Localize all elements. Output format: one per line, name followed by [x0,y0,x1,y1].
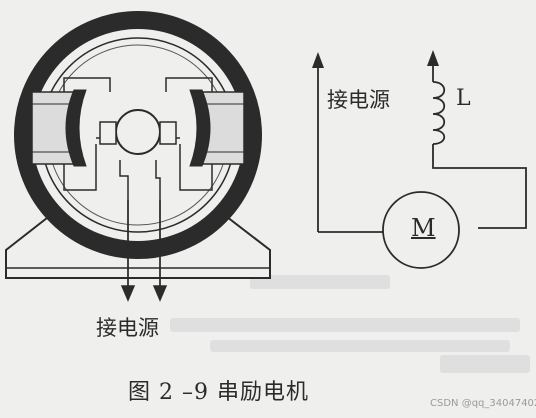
right-pole-shoe [189,89,211,167]
inductor-label: L [456,86,471,111]
watermark: CSDN @qq_34047402 [430,398,536,409]
motor-symbol [382,191,460,269]
armature [96,109,180,155]
motor-label: M [411,214,436,242]
power-lead-arrows [120,200,168,302]
left-field-pole [31,89,87,167]
left-pole-shoe [65,89,87,167]
bleed-through-text [170,275,530,373]
right-field-pole [189,89,245,167]
series-circuit [312,50,527,269]
power-label-right: 接电源 [327,88,390,112]
figure-caption: 图 2 –9 串励电机 [128,380,309,405]
motor-cross-section [5,11,271,302]
inductor-coil [432,81,446,145]
power-label-bottom: 接电源 [96,316,159,340]
